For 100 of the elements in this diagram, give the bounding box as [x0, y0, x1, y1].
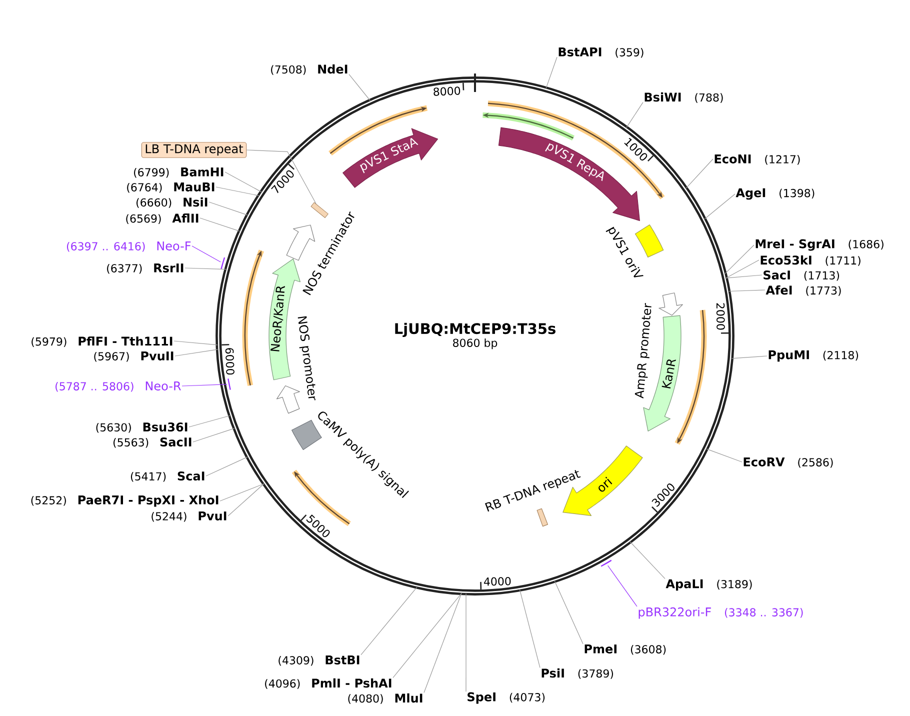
leader-line	[206, 456, 248, 476]
tick-label: 2000	[716, 303, 725, 330]
leader-line	[184, 268, 226, 270]
position-label: (6397 .. 6416)	[66, 242, 145, 252]
enzyme-label: PmeI	[584, 644, 616, 654]
position-label: (4080)	[348, 694, 383, 704]
leader-line	[348, 74, 371, 101]
tick-label: 6000	[225, 348, 234, 375]
position-label: (4073)	[510, 692, 545, 703]
leader-line	[174, 349, 218, 356]
leader-line	[726, 260, 760, 278]
enzyme-label: MauBI	[174, 182, 214, 192]
enzyme-label: SpeI	[468, 692, 496, 704]
enzyme-label: BsiWI	[644, 92, 681, 102]
leader-line	[630, 541, 666, 579]
enzyme-label: PaeR7I - PspXI - XhoI	[78, 495, 218, 507]
enzyme-label: BamHI	[181, 168, 224, 176]
position-label: (359)	[616, 48, 644, 58]
position-label: (6660)	[136, 198, 172, 208]
enzyme-label: Eco53kI	[760, 255, 812, 265]
feature-label: NOS promoter	[298, 316, 316, 400]
enzyme-label: PvuII	[141, 352, 174, 360]
leader-line	[200, 218, 240, 232]
position-label: (1217)	[765, 154, 800, 165]
enzyme-label: NsiI	[184, 197, 208, 207]
position-label: (1713)	[804, 271, 840, 281]
enzyme-label: SacII	[160, 437, 192, 447]
leader-line	[192, 246, 221, 262]
leader-line	[208, 202, 248, 216]
position-label: (788)	[695, 93, 723, 103]
position-label: (1686)	[848, 240, 884, 250]
position-label: (6799)	[134, 168, 169, 178]
position-label: (1773)	[806, 286, 841, 296]
leader-line	[360, 586, 418, 656]
position-label: (2586)	[798, 458, 833, 468]
leader-line	[216, 186, 260, 196]
position-label: (6377)	[107, 264, 142, 274]
leader-line	[519, 589, 540, 668]
leader-line	[246, 150, 316, 204]
primer-label: pBR322ori-F	[638, 607, 711, 619]
leader-line	[554, 580, 584, 644]
leader-line	[228, 483, 264, 516]
leader-line	[392, 593, 462, 678]
position-label: (7508)	[271, 65, 306, 75]
position-label: (5244)	[152, 512, 186, 522]
position-label: (6764)	[127, 182, 162, 193]
enzyme-label: AfeI	[766, 285, 792, 295]
leader-line	[608, 565, 638, 607]
leader-line	[220, 483, 264, 502]
position-label: (5787 .. 5806)	[56, 382, 134, 392]
enzyme-label: SacI	[764, 270, 790, 280]
position-label: (4096)	[265, 679, 300, 689]
leader-line	[726, 274, 762, 278]
enzyme-label: AgeI	[736, 188, 766, 200]
leader-line	[706, 448, 742, 462]
position-label: (3789)	[578, 669, 614, 679]
enzyme-label: ScaI	[178, 471, 204, 481]
position-label: (5630)	[96, 423, 131, 433]
leader-line	[174, 340, 218, 346]
leader-line	[192, 428, 235, 442]
primer-mark	[228, 378, 231, 390]
leader-line	[188, 415, 230, 428]
position-label: (3608)	[630, 644, 666, 655]
position-label: (6569)	[126, 214, 161, 224]
tick-label: 4000	[484, 576, 511, 586]
position-label: (5967)	[94, 352, 129, 362]
tick-label: 8000	[434, 86, 460, 96]
enzyme-label: ApaLI	[666, 579, 703, 591]
position-label: (3189)	[717, 580, 752, 590]
position-label: (3348 .. 3367)	[724, 608, 803, 618]
position-label: (5979)	[32, 337, 66, 347]
leader-line	[704, 194, 736, 220]
primer-label: Neo-R	[146, 382, 181, 390]
leader-line	[731, 356, 768, 359]
enzyme-label: PflFI - Tth111I	[78, 336, 172, 346]
enzyme-label: PvuI	[198, 512, 226, 520]
enzyme-label: BstAPI	[558, 48, 602, 56]
enzyme-label: PmlI - PshAI	[312, 678, 392, 688]
primer-mark	[220, 257, 226, 270]
enzyme-label: PsiI	[542, 668, 564, 678]
position-label: (4309)	[278, 656, 314, 666]
position-label: (2118)	[823, 350, 858, 361]
enzyme-label: BstBI	[326, 656, 360, 664]
enzyme-label: EcoRV	[744, 458, 785, 466]
enzyme-label: PpuMI	[768, 350, 809, 362]
enzyme-label: MluI	[395, 693, 422, 703]
feature-label-box: LB T-DNA repeat	[141, 142, 247, 158]
leader-line	[728, 290, 766, 292]
enzyme-label: Bsu36I	[143, 422, 188, 432]
enzyme-label: MreI - SgrAI	[756, 239, 834, 251]
leader-line	[686, 158, 714, 189]
position-label: (5252)	[31, 496, 66, 506]
leader-line	[224, 172, 262, 192]
enzyme-label: AflII	[172, 213, 198, 223]
position-label: (1398)	[780, 188, 814, 199]
leader-line	[724, 244, 754, 274]
enzyme-label: EcoNI	[714, 154, 751, 164]
enzyme-label: RsrII	[154, 264, 184, 272]
leader-line	[546, 56, 558, 89]
position-label: (1711)	[826, 256, 860, 266]
